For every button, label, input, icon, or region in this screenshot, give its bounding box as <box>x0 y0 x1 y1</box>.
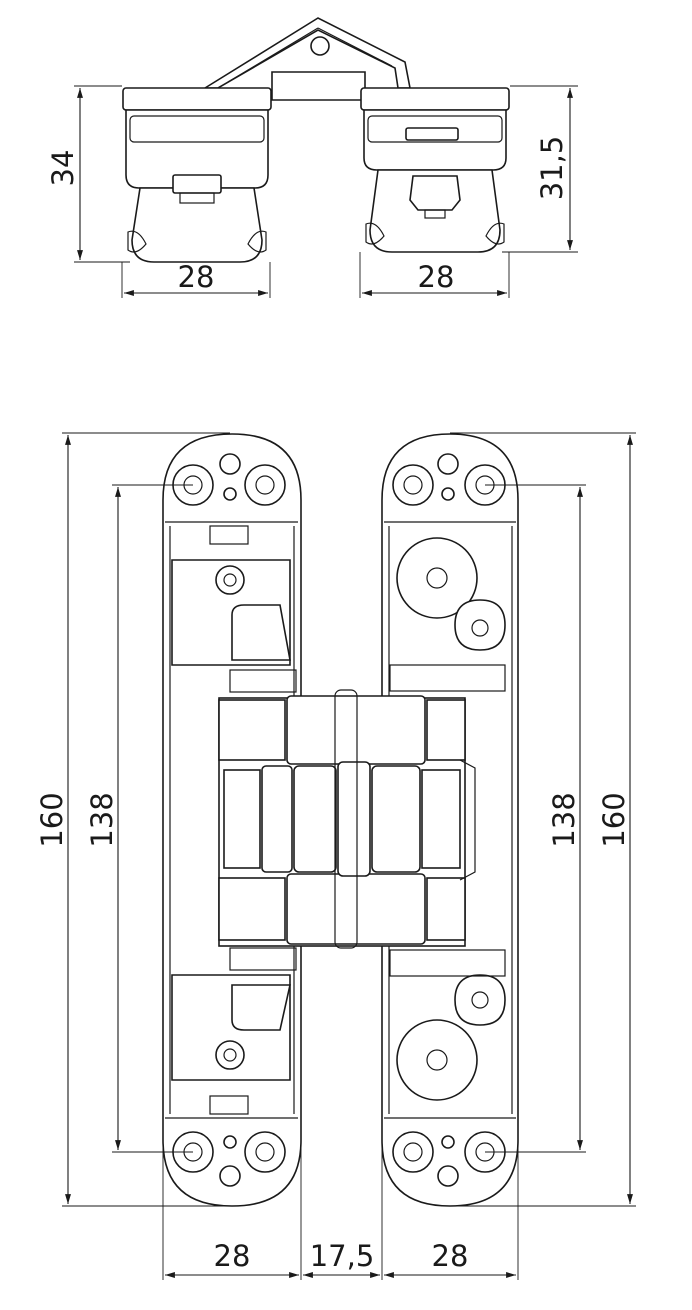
top-right-width-label: 28 <box>418 260 455 294</box>
front-view: 160 138 138 160 28 17,5 28 <box>35 432 636 1280</box>
front-bottom-gap-label: 17,5 <box>310 1239 375 1273</box>
top-left-height-label: 34 <box>46 150 80 187</box>
top-right-block <box>360 87 510 253</box>
top-right-height-label: 31,5 <box>535 136 569 201</box>
top-left-block <box>122 87 272 263</box>
central-knuckle <box>218 689 476 949</box>
front-right-hole-spacing-label: 138 <box>547 792 581 847</box>
front-bottom-right-width-label: 28 <box>432 1239 469 1273</box>
front-bottom-left-width-label: 28 <box>214 1239 251 1273</box>
front-left-hole-spacing-label: 138 <box>85 792 119 847</box>
front-left-overall-height-label: 160 <box>35 792 69 847</box>
top-view: 34 31,5 28 28 <box>46 17 578 298</box>
top-left-width-label: 28 <box>178 260 215 294</box>
front-right-overall-height-label: 160 <box>597 792 631 847</box>
